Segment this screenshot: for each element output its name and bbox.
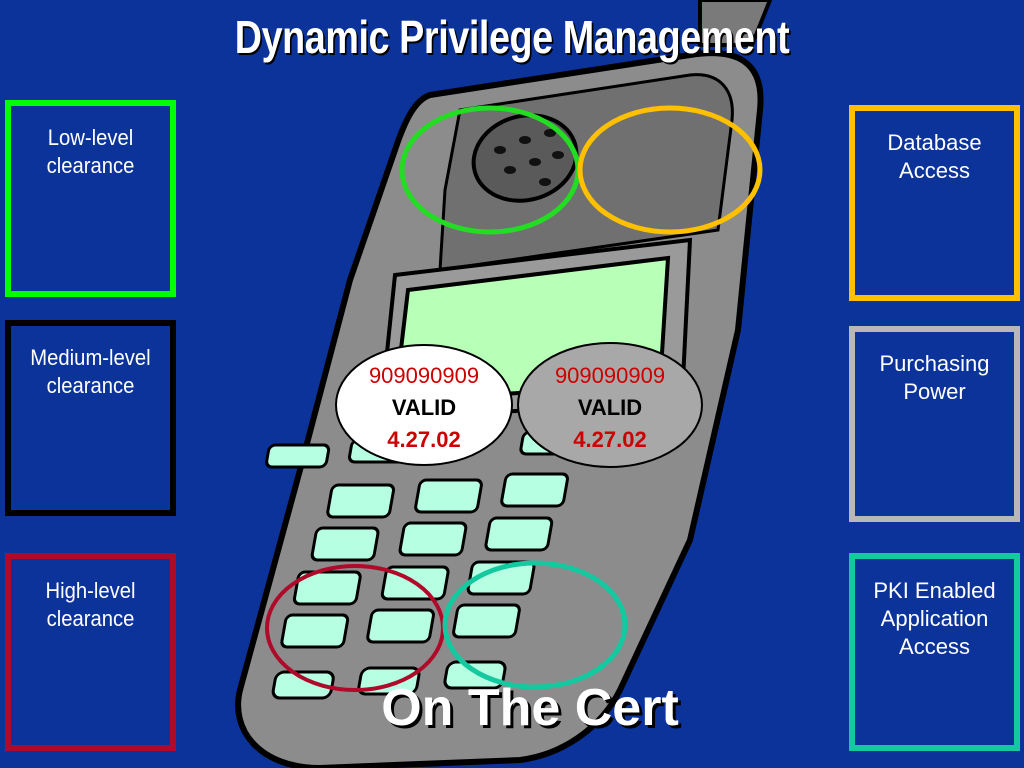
cert-status: VALID xyxy=(577,395,643,420)
cert-date: 4.27.02 xyxy=(387,427,461,452)
certificate-white: 909090909 VALID 4.27.02 xyxy=(336,360,512,456)
certificate-gray: 909090909 VALID 4.27.02 xyxy=(522,360,698,456)
cert-oval-white xyxy=(335,344,513,466)
cert-number: 909090909 xyxy=(368,363,480,388)
box-label-line: Access xyxy=(899,158,970,183)
keypad xyxy=(265,430,585,700)
database-highlight xyxy=(577,105,763,235)
cert-date: 4.27.02 xyxy=(573,427,647,452)
earpiece-holes xyxy=(494,129,564,186)
box-label-line: Access xyxy=(899,634,970,659)
box-label-line: Purchasing xyxy=(879,351,990,376)
box-label-line: Database xyxy=(887,130,982,155)
box-label-line: Power xyxy=(903,379,966,404)
box-label-line: Medium-level xyxy=(30,345,151,370)
pki-highlight xyxy=(442,560,628,690)
high-level-clearance-box: High-level clearance xyxy=(5,553,176,751)
box-label-line: clearance xyxy=(46,153,135,178)
low-level-clearance-box: Low-level clearance xyxy=(5,100,176,297)
database-access-box: Database Access xyxy=(849,105,1020,301)
footer-caption: On The Cert xyxy=(381,679,679,737)
box-label-line: PKI Enabled xyxy=(873,578,996,603)
antenna xyxy=(698,0,773,47)
cert-oval-gray xyxy=(517,342,703,468)
box-label-line: clearance xyxy=(46,373,135,398)
medium-level-clearance-box: Medium-level clearance xyxy=(5,320,176,516)
purchasing-power-box: Purchasing Power xyxy=(849,326,1020,522)
box-label-line: Application xyxy=(880,606,989,631)
pki-enabled-application-access-box: PKI Enabled Application Access xyxy=(849,553,1020,751)
cert-status: VALID xyxy=(391,395,457,420)
cert-number: 909090909 xyxy=(554,363,666,388)
box-label-line: clearance xyxy=(46,606,135,631)
box-label-line: High-level xyxy=(45,578,136,603)
box-label-line: Low-level xyxy=(47,125,134,150)
page-title: Dynamic Privilege Management xyxy=(234,11,790,63)
